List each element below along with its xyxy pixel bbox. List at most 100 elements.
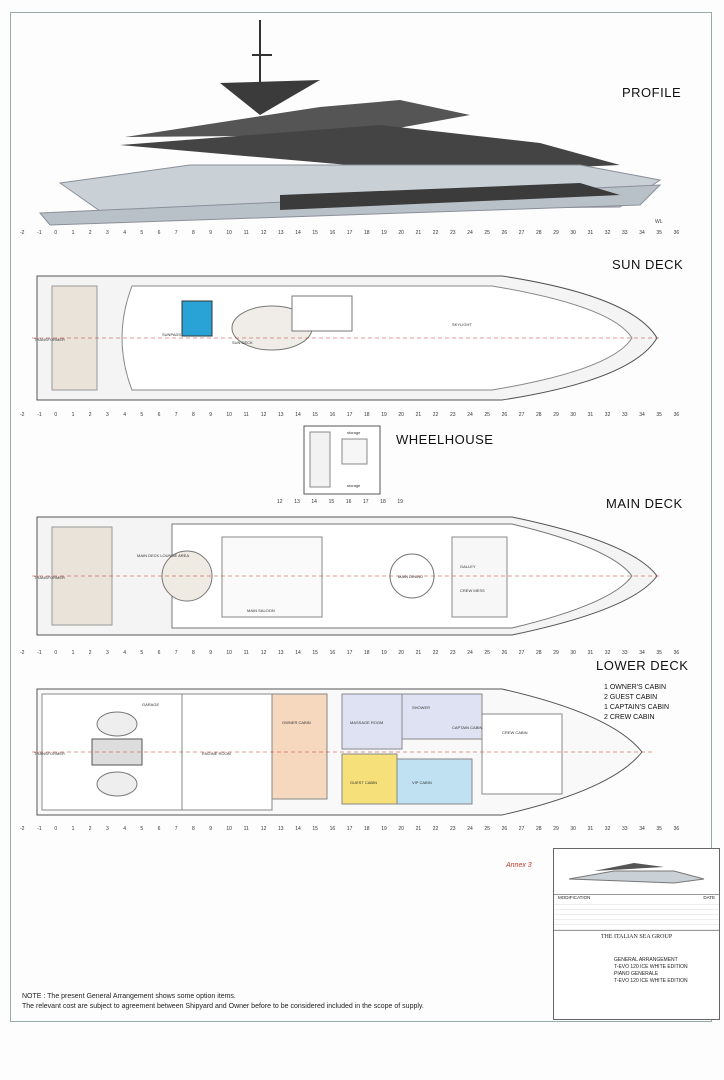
frame-number: 17 (363, 499, 369, 505)
frame-number: 29 (553, 412, 559, 418)
frame-number: 10 (226, 412, 232, 418)
title-block: MODIFICATION DATE THE ITALIAN SEA GROUP … (553, 848, 720, 1020)
frame-number: 34 (639, 412, 645, 418)
frame-number: 23 (450, 230, 456, 236)
frame-number: 33 (622, 650, 628, 656)
modification-header-row: MODIFICATION DATE (554, 894, 719, 900)
crew-cabin-label: CREW CABIN (502, 730, 528, 735)
frame-number: 35 (656, 412, 662, 418)
subtitle-en: T-EVO 120 ICE WHITE EDITION (614, 964, 688, 970)
frame-number: 24 (467, 650, 473, 656)
frame-number: 15 (328, 499, 335, 505)
frame-number: 12 (260, 412, 267, 418)
frame-number: -1 (37, 650, 42, 656)
frame-number: 34 (639, 826, 645, 832)
frame-number: 7 (174, 412, 178, 418)
frame-number: 16 (329, 826, 336, 832)
frame-number: 4 (123, 230, 126, 236)
engine-room-label: ENGINE ROOM (202, 751, 231, 756)
frame-number: 8 (192, 826, 195, 832)
frame-number: 36 (673, 230, 680, 236)
frame-number: 27 (518, 650, 525, 656)
title-it: PIANO GENERALE (614, 971, 659, 977)
frame-number: 0 (54, 412, 58, 418)
frame-number: 14 (295, 412, 301, 418)
frame-number: 31 (587, 826, 594, 832)
group-name: THE ITALIAN SEA GROUP (600, 934, 673, 940)
frame-number: 24 (467, 412, 473, 418)
frame-number: 8 (192, 412, 195, 418)
frame-number: 31 (587, 650, 594, 656)
frame-number: 17 (346, 650, 353, 656)
frame-number: 13 (294, 499, 300, 505)
frame-number: 1 (71, 412, 75, 418)
frame-number: 32 (604, 826, 611, 832)
main-transformer-label: TRANSFORMER (34, 575, 65, 580)
lower-deck-plan: TRANSFORMER GARAGE ENGINE ROOM OWNER CAB… (32, 688, 652, 816)
frame-number: 12 (260, 826, 267, 832)
frame-number: 25 (484, 412, 490, 418)
frame-number: 23 (450, 650, 456, 656)
skylight-label: SKYLIGHT (452, 322, 472, 327)
frame-number: 2 (88, 230, 92, 236)
frame-number: 6 (157, 650, 161, 656)
frame-number: 12 (260, 230, 267, 236)
frame-number: 16 (329, 650, 336, 656)
frame-number: 18 (364, 230, 370, 236)
title-block-yacht-thumbnail (568, 863, 705, 884)
frame-number: 9 (209, 412, 212, 418)
frame-number: 18 (380, 499, 386, 505)
frame-number: 22 (432, 412, 439, 418)
frame-number: 34 (639, 650, 645, 656)
frame-number: 7 (174, 650, 178, 656)
frame-number: 12 (277, 499, 283, 505)
galley-label: GALLEY (460, 564, 476, 569)
frame-number: 2 (88, 826, 92, 832)
sunpads-label: SUNPADS (162, 332, 181, 337)
wheelhouse-storage-top: storage (347, 430, 361, 435)
frame-number: 1 (71, 826, 75, 832)
crew-mess-label: CREW MESS (460, 588, 485, 593)
main-deck-title: MAIN DECK (606, 496, 683, 511)
frame-number: 1 (71, 650, 75, 656)
frame-number: 19 (381, 826, 387, 832)
frame-number: 33 (622, 826, 628, 832)
frame-number: 5 (140, 412, 144, 418)
saloon-label: MAIN SALOON (247, 608, 275, 613)
frame-number: -1 (37, 412, 42, 418)
frame-number: 32 (604, 412, 611, 418)
frame-number: 27 (518, 230, 525, 236)
frame-number: 16 (329, 412, 336, 418)
frame-number: 3 (106, 412, 109, 418)
drawing-sheet (10, 12, 712, 1022)
frame-number: 11 (243, 826, 249, 832)
frame-number: 8 (192, 650, 195, 656)
frame-number: 19 (381, 230, 387, 236)
frame-number: 21 (415, 412, 422, 418)
frame-number: 15 (312, 412, 318, 418)
frame-number: 35 (656, 230, 662, 236)
frame-number: 26 (501, 650, 508, 656)
frame-number: 22 (432, 230, 439, 236)
frame-number: 36 (673, 650, 680, 656)
frame-number: 31 (587, 412, 594, 418)
frame-number: 31 (587, 230, 594, 236)
wheelhouse-title: WHEELHOUSE (396, 432, 494, 447)
frame-number: 5 (140, 826, 144, 832)
frame-number: 30 (570, 412, 576, 418)
frame-number: 20 (398, 826, 404, 832)
frame-number: 13 (278, 826, 284, 832)
captain-cabin-label: CAPTAIN CABIN (452, 725, 482, 730)
frame-number: 7 (174, 826, 178, 832)
frame-number: 28 (536, 230, 542, 236)
frame-number: 4 (123, 412, 126, 418)
shower-label: SHOWER (412, 705, 430, 710)
frame-number: 21 (415, 230, 422, 236)
frame-number: 3 (106, 826, 109, 832)
frame-number: 30 (570, 650, 576, 656)
frame-number: 28 (536, 826, 542, 832)
